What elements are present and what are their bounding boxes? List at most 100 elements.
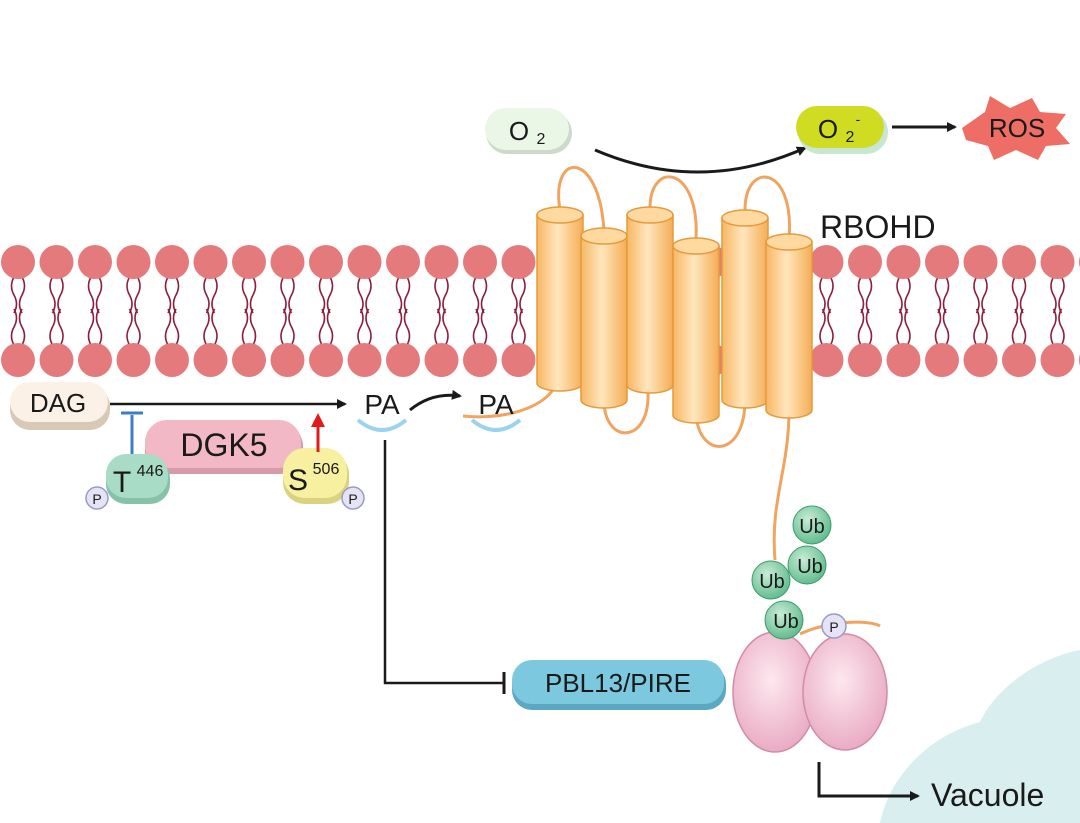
ros-node: ROS: [962, 96, 1070, 160]
lipid-head: [463, 245, 497, 279]
lipid-tail: [934, 308, 950, 346]
phospho-2: P: [341, 486, 365, 510]
lipid-head: [347, 245, 382, 279]
lipid-head: [424, 343, 459, 377]
svg-text:P: P: [829, 619, 838, 635]
lipid-tail: [511, 276, 526, 314]
lipid-head: [193, 245, 228, 279]
lipid-head: [1040, 343, 1075, 377]
lipid-tail: [280, 276, 295, 314]
lipid-head: [1, 245, 35, 279]
lipid-head: [463, 343, 497, 377]
lipid-head: [501, 245, 536, 279]
superoxide-label: O: [818, 114, 838, 144]
lipid-head: [39, 343, 74, 377]
lipid-head: [848, 343, 882, 377]
dgk5-node: DGK5: [145, 420, 303, 474]
t446-number: 446: [137, 463, 164, 480]
lipid-head: [1002, 343, 1036, 377]
rbohd-helix-6: [765, 233, 813, 419]
lipid-head: [501, 343, 536, 377]
pa-node-2: PA: [470, 389, 522, 432]
s506-site: S 506: [283, 448, 349, 504]
lipid-tail: [203, 276, 218, 314]
lipid-head: [193, 343, 228, 377]
lipid-head: [1002, 245, 1036, 279]
lipid-tail: [395, 276, 411, 314]
o2-label: O: [509, 116, 529, 146]
lipid-tail: [87, 308, 103, 346]
lipid-tail: [395, 308, 411, 346]
lipid-tail: [973, 276, 988, 314]
lipid-tail: [10, 276, 26, 314]
lipid-head: [386, 245, 420, 279]
lipid-tail: [896, 308, 911, 346]
ub-2: Ub: [787, 545, 827, 585]
pa-label-2: PA: [478, 389, 514, 420]
lipid-head: [925, 245, 959, 279]
pa-label-1: PA: [364, 389, 400, 420]
superoxide-subscript: 2: [846, 129, 855, 146]
e3-complex: [732, 620, 888, 753]
superoxide-charge: -: [856, 111, 861, 127]
pa-node-1: PA: [356, 389, 408, 432]
ub-1: Ub: [792, 505, 832, 545]
lipid-head: [270, 245, 305, 279]
lipid-tail: [241, 276, 257, 314]
lipid-head: [963, 343, 998, 377]
dag-label: DAG: [30, 388, 86, 418]
lipid-tail: [434, 276, 449, 314]
lipid-tail: [1011, 276, 1027, 314]
t446-site: T 446: [106, 454, 170, 504]
lipid-head: [232, 245, 266, 279]
lipid-head: [963, 245, 998, 279]
svg-text:Ub: Ub: [799, 516, 825, 538]
lipid-head: [386, 343, 420, 377]
lipid-head: [347, 343, 382, 377]
lipid-head: [1040, 245, 1075, 279]
o2-node: O 2: [485, 108, 572, 154]
lipid-tail: [241, 308, 257, 346]
lipid-tail: [857, 276, 873, 314]
s506-number: 506: [313, 461, 340, 478]
lipid-tail: [126, 276, 141, 314]
lipid-head: [155, 245, 189, 279]
lipid-tail: [164, 276, 180, 314]
lipid-tail: [203, 308, 218, 346]
lipid-head: [309, 245, 343, 279]
rbohd-helix-3: [626, 206, 674, 394]
lipid-head: [309, 343, 343, 377]
rbohd-protein: [462, 166, 791, 561]
lipid-tail: [318, 308, 334, 346]
lipid-head: [886, 343, 921, 377]
ub-4: Ub: [764, 600, 804, 640]
svg-text:P: P: [92, 491, 101, 507]
lipid-tail: [280, 308, 295, 346]
rbohd-label: RBOHD: [820, 209, 936, 245]
pbl13-pire-node: PBL13/PIRE: [512, 660, 726, 710]
vacuole-shape: [880, 650, 1080, 823]
o2-subscript: 2: [537, 131, 546, 148]
lipid-tail: [1050, 308, 1065, 346]
to-vacuole-arrow: [817, 762, 920, 801]
pa-inhibits-pbl13: [383, 440, 506, 694]
lipid-head: [809, 245, 844, 279]
dgk5-label: DGK5: [180, 427, 267, 463]
lipid-head: [1, 343, 35, 377]
lipid-head: [424, 245, 459, 279]
lipid-tail: [357, 308, 372, 346]
lipid-tail: [10, 308, 26, 346]
lipid-head: [116, 245, 151, 279]
lipid-tail: [819, 276, 834, 314]
lipid-tail: [1011, 308, 1027, 346]
svg-text:Ub: Ub: [773, 611, 799, 633]
rbohd-helix-4: [672, 237, 720, 424]
lipid-head: [116, 343, 151, 377]
lipid-head: [809, 343, 844, 377]
lipid-head: [886, 245, 921, 279]
lipid-tail: [472, 308, 488, 346]
t446-inhibition: [121, 411, 143, 454]
lipid-tail: [934, 276, 950, 314]
ub-chain: Ub Ub Ub Ub: [751, 505, 832, 640]
